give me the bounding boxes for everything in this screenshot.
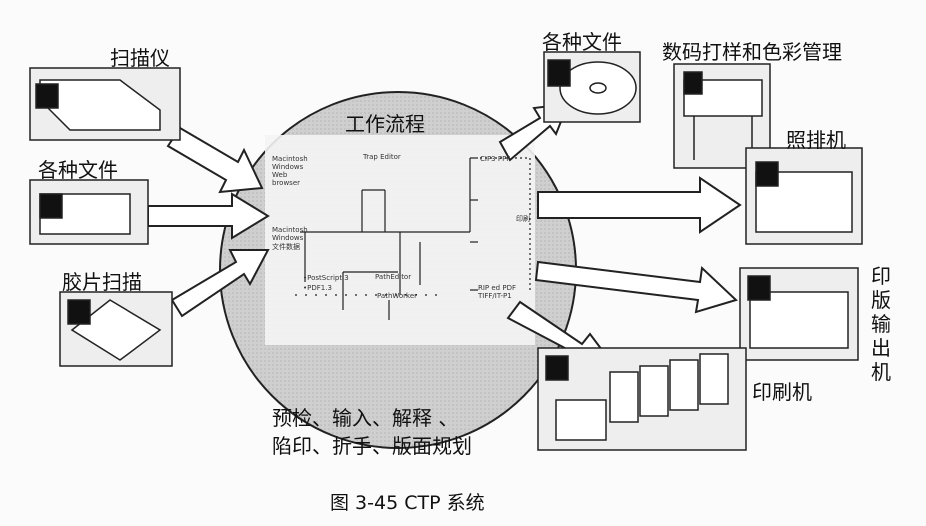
arrow-files-left (147, 192, 270, 240)
device-illustrations (29, 51, 863, 451)
film-scan-label: 胶片扫描 (62, 270, 142, 294)
film-image (59, 291, 173, 367)
press-label: 印刷机 (752, 380, 812, 404)
arrow-scanner (166, 126, 264, 194)
wf-pdf: •PDF1.3 (303, 284, 332, 292)
platesetter-image (739, 267, 859, 361)
process-line-2: 陷印、折手、版面规划 (272, 434, 472, 458)
arrow-platesetter (534, 260, 738, 314)
proofing-label: 数码打样和色彩管理 (662, 40, 842, 64)
wf-path-editor: PathEditor (375, 273, 412, 281)
imagesetter-image (745, 147, 863, 245)
wf-file-client: Macintosh Windows 文件数据 (272, 226, 308, 251)
process-line-1: 预检、输入、解释 、 (272, 406, 459, 430)
scanner-image (29, 67, 181, 141)
wf-rip: RIP ed PDF TIFF/IT-P1 (478, 284, 516, 300)
wf-cip3: CIP3 PPF (480, 155, 511, 163)
floppy-image (29, 179, 149, 245)
scanner-label: 扫描仪 (110, 46, 170, 70)
wf-trap-editor: Trap Editor (363, 153, 401, 161)
wf-print: 印刷 (516, 215, 530, 223)
wf-web-client: Macintosh Windows Web browser (272, 155, 308, 187)
wf-path-worker: PathWorker (377, 292, 418, 300)
wf-postscript: •PostScript 3 (303, 274, 349, 282)
arrow-film (170, 249, 270, 318)
workflow-connectors (295, 157, 531, 320)
workflow-title: 工作流程 (345, 112, 425, 136)
cd-image (543, 51, 641, 123)
arrow-imagesetter (537, 176, 742, 234)
files-right-label: 各种文件 (542, 30, 622, 54)
figure-caption: 图 3-45 CTP 系统 (330, 492, 485, 514)
imagesetter-label: 照排机 (786, 128, 846, 152)
files-left-label: 各种文件 (38, 158, 118, 182)
plate-output-label: 印版输出机 (871, 264, 891, 384)
press-image (537, 347, 747, 451)
